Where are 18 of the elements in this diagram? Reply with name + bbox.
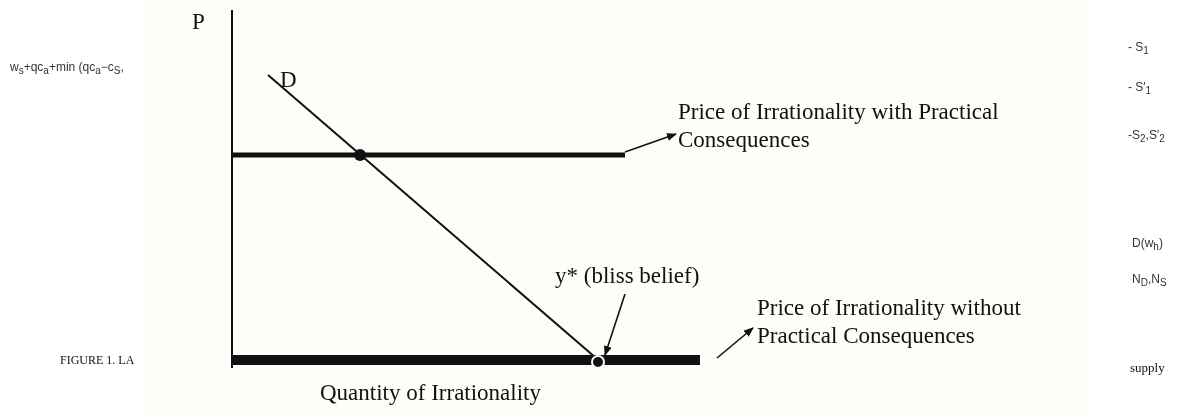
curve-label: -S$_{2}$,S′$_{2}$ xyxy=(1128,128,1165,145)
caption-text: FIGURE 1. LA xyxy=(60,353,135,368)
axis-label: N$_{D}$,N$_{S}$ xyxy=(1132,272,1167,289)
curve-label: y* (bliss belief) xyxy=(555,262,700,290)
bliss-point-dot xyxy=(591,355,605,369)
curve-label: - S$_{1}$ xyxy=(1128,40,1149,57)
arrow xyxy=(624,133,677,153)
curve-label: - S′$_{1}$ xyxy=(1128,80,1152,97)
formula-text: w$_{s}$+qc$_{a}$+min (qc$_{a}$−c$_{S}$, xyxy=(10,60,124,77)
arrow xyxy=(716,327,754,359)
curve-label: D xyxy=(280,66,297,94)
axis-label: P xyxy=(192,8,205,36)
curve-label: Price of Irrationality without Practical Consequences xyxy=(757,294,1097,350)
caption-text: supply xyxy=(1130,360,1165,376)
curve-label: Price of Irrationality with Practical Consequences xyxy=(678,98,1018,154)
axis-label: Quantity of Irrationality xyxy=(320,379,541,407)
curve-label: D(w$_{h}$) xyxy=(1132,236,1163,253)
arrow xyxy=(604,293,626,356)
